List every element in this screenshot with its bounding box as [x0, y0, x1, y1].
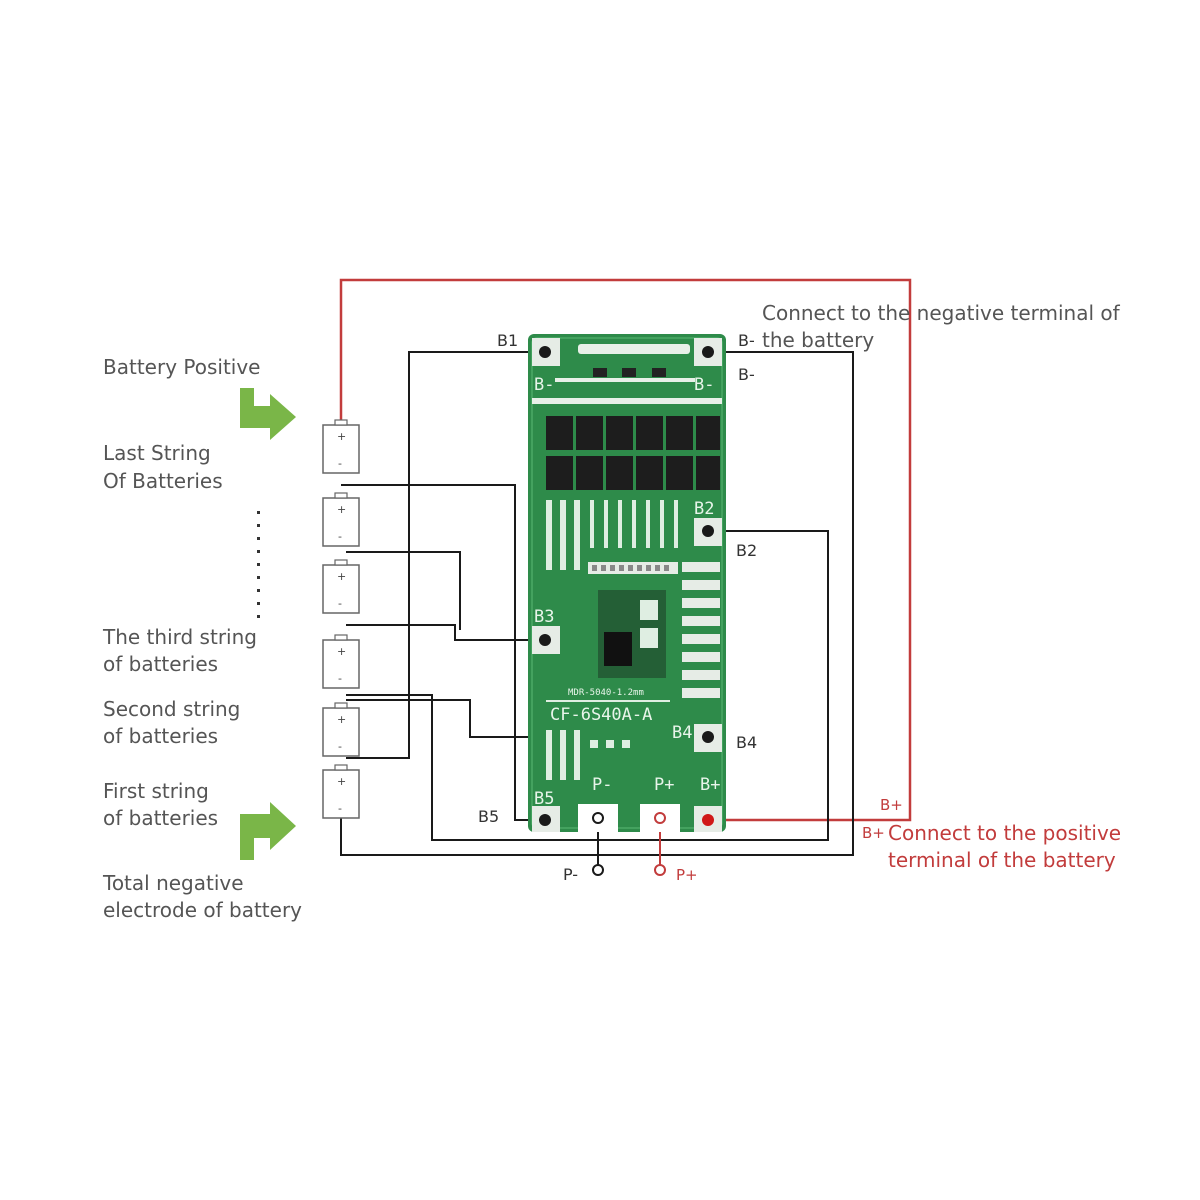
silk-p-minus-text: P-: [592, 775, 612, 795]
silk-b5-text: B5: [534, 789, 554, 809]
component-traces: [546, 500, 678, 570]
label-neg-connect-prefix: B-: [738, 331, 755, 350]
battery-cell-5: + -: [322, 492, 360, 547]
board-small-print: MDR-5040-1.2mm: [568, 688, 644, 698]
label-last-string-line2: Of Batteries: [103, 469, 223, 493]
label-neg-connect-line2: the battery: [762, 328, 874, 352]
label-pos-connect-prefix: B+: [862, 824, 885, 842]
battery-cell-6: + -: [322, 419, 360, 474]
battery-cell-4: + -: [322, 559, 360, 614]
p-minus-terminal: [592, 864, 604, 876]
p-plus-terminal: [654, 864, 666, 876]
tag-b1: B1: [497, 331, 518, 350]
label-first-string-line1: First string: [103, 779, 209, 803]
cell-minus-sign: -: [338, 457, 342, 470]
tag-b5: B5: [478, 807, 499, 826]
cell-minus-sign: -: [338, 530, 342, 543]
cell-plus-sign: +: [337, 713, 346, 726]
label-second-string-line1: Second string: [103, 697, 240, 721]
cell-plus-sign: +: [337, 430, 346, 443]
silk-b-plus-text: B+: [700, 775, 720, 795]
bms-pcb-board: B- B-: [528, 334, 726, 832]
label-total-negative-line1: Total negative: [102, 871, 244, 895]
label-third-string-line2: of batteries: [103, 652, 218, 676]
bms-ic-chip: [604, 632, 632, 666]
silk-b1-text: B-: [534, 375, 554, 395]
cell-minus-sign: -: [338, 672, 342, 685]
label-pos-connect-line2: terminal of the battery: [888, 848, 1116, 872]
label-third-string-line1: The third string: [102, 625, 257, 649]
arrow-battery-positive-icon: [240, 388, 296, 440]
label-pos-connect-line1: Connect to the positive: [888, 821, 1121, 845]
red-positive-wire: [339, 278, 912, 822]
board-model-label: CF-6S40A-A: [550, 705, 652, 725]
cell-minus-sign: -: [338, 597, 342, 610]
tag-p-plus: P+: [676, 866, 698, 884]
label-second-string-line2: of batteries: [103, 724, 218, 748]
silk-b4-text: B4: [672, 723, 692, 743]
silk-b2-text: B2: [694, 499, 714, 519]
dotted-ellipsis-separator: [257, 511, 260, 618]
battery-cell-1: + -: [322, 764, 360, 819]
tag-b-plus: B+: [880, 796, 903, 814]
balance-resistors: [682, 562, 720, 698]
tag-b4: B4: [736, 733, 757, 752]
battery-cell-3: + -: [322, 634, 360, 689]
mosfet-array: [546, 416, 720, 490]
tag-b-minus: B-: [738, 365, 755, 384]
silk-b-minus-text: B-: [694, 375, 714, 395]
battery-cell-2: + -: [322, 702, 360, 757]
label-first-string-line2: of batteries: [103, 806, 218, 830]
tag-p-minus: P-: [563, 865, 578, 884]
cell-plus-sign: +: [337, 775, 346, 788]
label-total-negative-line2: electrode of battery: [103, 898, 302, 922]
silk-b3-text: B3: [534, 607, 554, 627]
arrow-total-negative-icon: [240, 802, 296, 860]
cell-plus-sign: +: [337, 570, 346, 583]
p-minus-ring-top: [592, 812, 604, 824]
label-neg-connect-line1: Connect to the negative terminal of: [762, 301, 1121, 325]
silk-p-plus-text: P+: [654, 775, 674, 795]
tag-b2: B2: [736, 541, 757, 560]
cell-minus-sign: -: [338, 740, 342, 753]
battery-cells: + - + - + - + - + -: [322, 419, 360, 819]
label-battery-positive: Battery Positive: [103, 355, 260, 379]
label-last-string-line1: Last String: [103, 441, 211, 465]
p-plus-ring-top: [654, 812, 666, 824]
cell-minus-sign: -: [338, 802, 342, 815]
cell-plus-sign: +: [337, 503, 346, 516]
cell-plus-sign: +: [337, 645, 346, 658]
